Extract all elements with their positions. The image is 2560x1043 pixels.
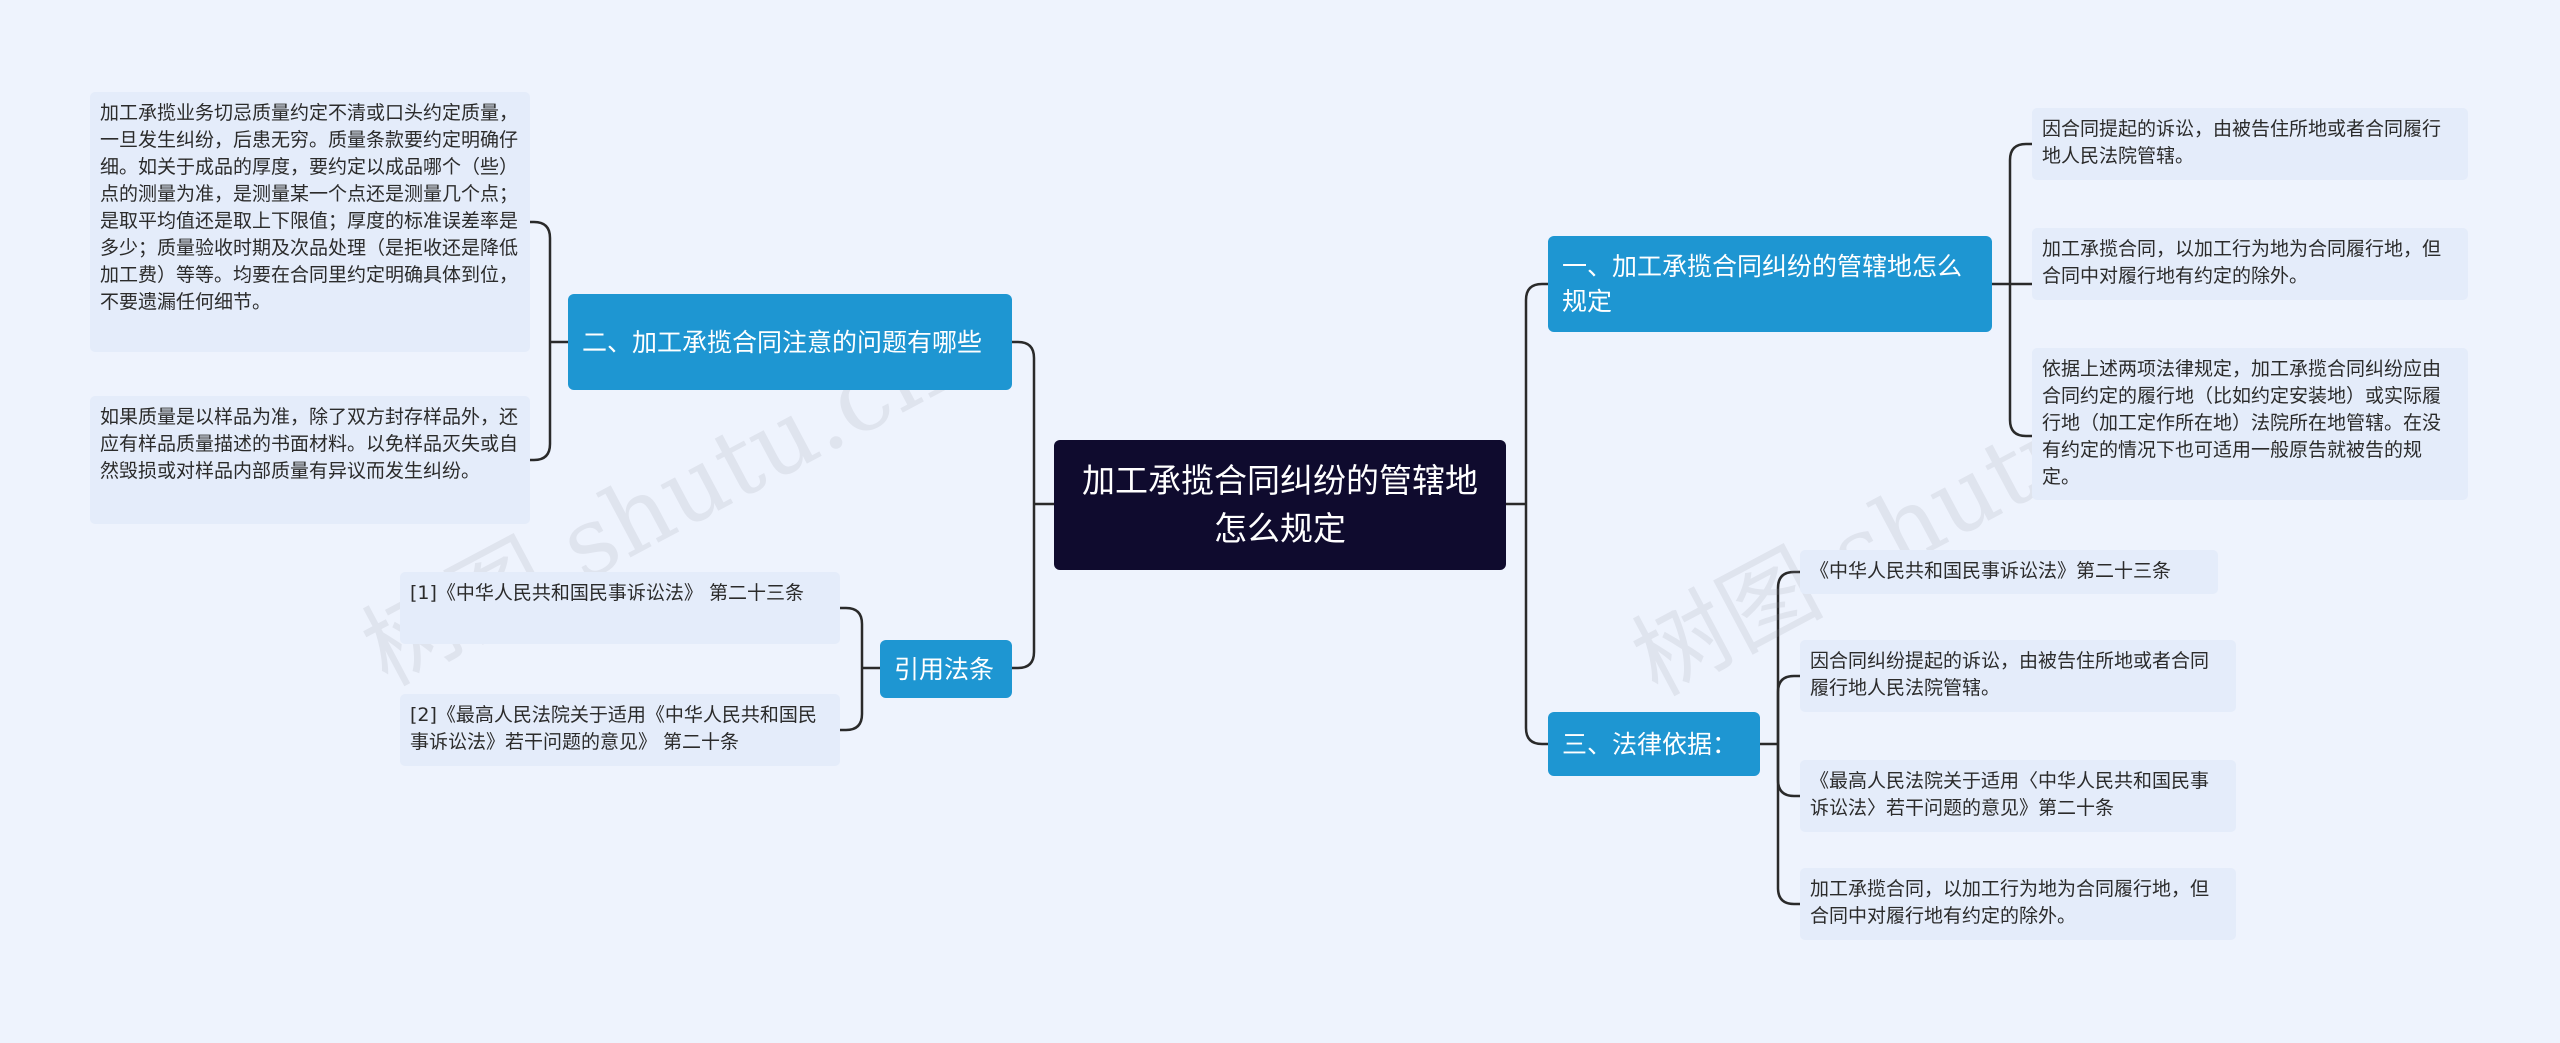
leaf-text: [1]《中华人民共和国民事诉讼法》 第二十三条 xyxy=(410,582,804,604)
branch-label: 二、加工承揽合同注意的问题有哪些 xyxy=(582,327,983,357)
branch-label: 一、加工承揽合同纠纷的管辖地怎么规定 xyxy=(1562,252,1963,316)
leaf-text: 如果质量是以样品为准，除了双方封存样品外，还应有样品质量描述的书面材料。以免样品… xyxy=(100,406,519,482)
leaf-text: 《中华人民共和国民事诉讼法》第二十三条 xyxy=(1810,560,2172,582)
leaf-text: 因合同纠纷提起的诉讼，由被告住所地或者合同履行地人民法院管辖。 xyxy=(1810,650,2210,699)
leaf-node[interactable]: 因合同纠纷提起的诉讼，由被告住所地或者合同履行地人民法院管辖。 xyxy=(1800,640,2236,712)
branch-precautions[interactable]: 二、加工承揽合同注意的问题有哪些 xyxy=(568,294,1012,390)
leaf-node[interactable]: [2]《最高人民法院关于适用《中华人民共和国民事诉讼法》若干问题的意见》 第二十… xyxy=(400,694,840,766)
branch-label: 三、法律依据： xyxy=(1562,729,1738,759)
branch-legal-basis[interactable]: 三、法律依据： xyxy=(1548,712,1760,776)
leaf-node[interactable]: 如果质量是以样品为准，除了双方封存样品外，还应有样品质量描述的书面材料。以免样品… xyxy=(90,396,530,524)
leaf-node[interactable]: 《最高人民法院关于适用〈中华人民共和国民事诉讼法〉若干问题的意见》第二十条 xyxy=(1800,760,2236,832)
leaf-node[interactable]: 加工承揽合同，以加工行为地为合同履行地，但合同中对履行地有约定的除外。 xyxy=(2032,228,2468,300)
leaf-node[interactable]: 《中华人民共和国民事诉讼法》第二十三条 xyxy=(1800,550,2218,594)
branch-label: 引用法条 xyxy=(894,654,995,684)
leaf-text: 因合同提起的诉讼，由被告住所地或者合同履行地人民法院管辖。 xyxy=(2042,118,2442,167)
leaf-text: 加工承揽业务切忌质量约定不清或口头约定质量，一旦发生纠纷，后患无穷。质量条款要约… xyxy=(100,102,519,313)
leaf-text: 加工承揽合同，以加工行为地为合同履行地，但合同中对履行地有约定的除外。 xyxy=(2042,238,2442,287)
leaf-text: 《最高人民法院关于适用〈中华人民共和国民事诉讼法〉若干问题的意见》第二十条 xyxy=(1810,770,2210,819)
branch-jurisdiction[interactable]: 一、加工承揽合同纠纷的管辖地怎么规定 xyxy=(1548,236,1992,332)
leaf-text: [2]《最高人民法院关于适用《中华人民共和国民事诉讼法》若干问题的意见》 第二十… xyxy=(410,704,817,753)
leaf-node[interactable]: 加工承揽业务切忌质量约定不清或口头约定质量，一旦发生纠纷，后患无穷。质量条款要约… xyxy=(90,92,530,352)
branch-citations[interactable]: 引用法条 xyxy=(880,640,1012,698)
leaf-node[interactable]: 依据上述两项法律规定，加工承揽合同纠纷应由合同约定的履行地（比如约定安装地）或实… xyxy=(2032,348,2468,500)
leaf-node[interactable]: 加工承揽合同，以加工行为地为合同履行地，但合同中对履行地有约定的除外。 xyxy=(1800,868,2236,940)
leaf-text: 加工承揽合同，以加工行为地为合同履行地，但合同中对履行地有约定的除外。 xyxy=(1810,878,2210,927)
leaf-text: 依据上述两项法律规定，加工承揽合同纠纷应由合同约定的履行地（比如约定安装地）或实… xyxy=(2042,358,2442,488)
leaf-node[interactable]: 因合同提起的诉讼，由被告住所地或者合同履行地人民法院管辖。 xyxy=(2032,108,2468,180)
root-node[interactable]: 加工承揽合同纠纷的管辖地怎么规定 xyxy=(1054,440,1506,570)
root-label: 加工承揽合同纠纷的管辖地怎么规定 xyxy=(1082,461,1478,548)
leaf-node[interactable]: [1]《中华人民共和国民事诉讼法》 第二十三条 xyxy=(400,572,840,644)
